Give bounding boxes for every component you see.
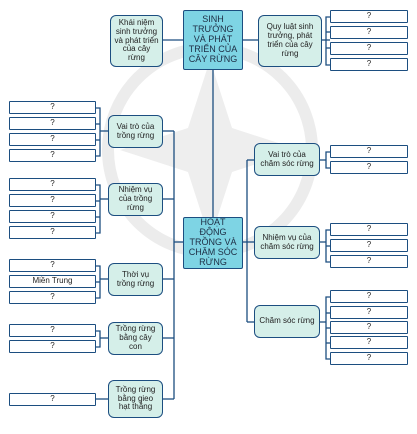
node-planting-seedlings: Trồng rừng bằng cây con (108, 322, 163, 355)
blank-answer-box[interactable]: ? (330, 239, 408, 252)
blank-answer-box[interactable]: ? (330, 42, 408, 55)
blank-answer-box[interactable]: ? (9, 210, 96, 223)
blank-answer-box[interactable]: ? (9, 194, 96, 207)
node-planting-tasks: Nhiệm vụ của trồng rừng (108, 183, 163, 216)
blank-answer-box[interactable]: ? (330, 223, 408, 236)
blank-answer-box[interactable]: ? (330, 10, 408, 23)
blank-answer-box[interactable]: ? (330, 58, 408, 71)
node-care-role: Vai trò của chăm sóc rừng (254, 143, 320, 176)
blank-answer-box[interactable]: ? (330, 26, 408, 39)
blank-answer-box[interactable]: ? (9, 133, 96, 146)
blank-answer-box[interactable]: ? (330, 352, 408, 365)
blank-answer-box[interactable]: ? (330, 306, 408, 319)
node-planting-seeds: Trồng rừng bằng gieo hạt thẳng (108, 380, 163, 418)
blank-answer-box[interactable]: ? (330, 290, 408, 303)
blank-answer-box[interactable]: ? (9, 117, 96, 130)
answer-box-mien-trung[interactable]: Miền Trung (9, 275, 96, 288)
blank-answer-box[interactable]: ? (330, 161, 408, 174)
blank-answer-box[interactable]: ? (9, 149, 96, 162)
blank-answer-box[interactable]: ? (9, 101, 96, 114)
blank-answer-box[interactable]: ? (9, 324, 96, 337)
blank-answer-box[interactable]: ? (9, 340, 96, 353)
node-planting-season: Thời vụ trồng rừng (108, 263, 163, 296)
node-care: Chăm sóc rừng (254, 305, 320, 338)
blank-answer-box[interactable]: ? (330, 255, 408, 268)
blank-answer-box[interactable]: ? (9, 226, 96, 239)
node-growth-laws: Quy luật sinh trưởng, phát triển của cây… (258, 15, 322, 67)
blank-answer-box[interactable]: ? (9, 393, 96, 406)
node-growth-concept: Khái niệm sinh trưởng và phát triển của … (110, 15, 163, 67)
center-topic-planting-care: HOẠT ĐỘNG TRỒNG VÀ CHĂM SÓC RỪNG (183, 217, 243, 269)
node-planting-role: Vai trò của trồng rừng (108, 115, 163, 148)
blank-answer-box[interactable]: ? (330, 145, 408, 158)
node-care-tasks: Nhiệm vụ của chăm sóc rừng (254, 226, 320, 259)
center-topic-growth: SINH TRƯỞNG VÀ PHÁT TRIỂN CỦA CÂY RỪNG (183, 10, 243, 70)
blank-answer-box[interactable]: ? (330, 336, 408, 349)
blank-answer-box[interactable]: ? (9, 291, 96, 304)
blank-answer-box[interactable]: ? (330, 321, 408, 334)
blank-answer-box[interactable]: ? (9, 178, 96, 191)
blank-answer-box[interactable]: ? (9, 259, 96, 272)
